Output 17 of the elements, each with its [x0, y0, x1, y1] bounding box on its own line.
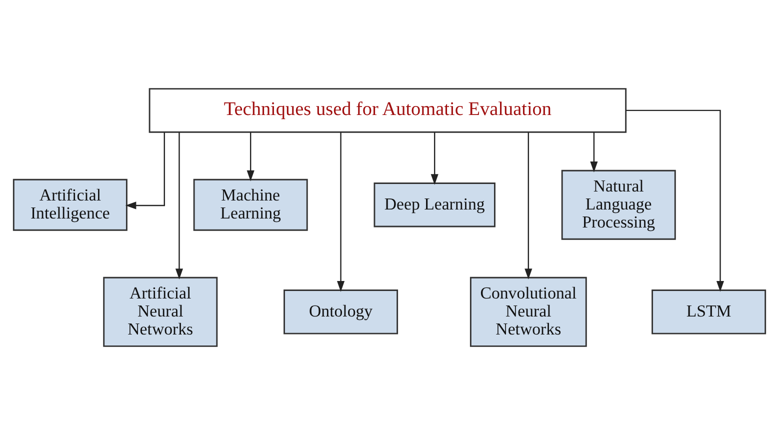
arrow — [125, 132, 165, 210]
node-box: Machine Learning — [193, 178, 308, 231]
node-box: Convolutional Neural Networks — [470, 276, 587, 347]
node-box: LSTM — [652, 290, 766, 334]
node-box: Artificial Neural Networks — [103, 276, 218, 347]
node-box: Deep Learning — [374, 182, 496, 228]
arrow — [246, 132, 254, 182]
arrow — [430, 132, 438, 185]
node-box: Ontology — [284, 290, 398, 334]
node-box: Natural Language Processing — [561, 170, 676, 240]
arrow — [590, 132, 598, 172]
arrow — [626, 110, 724, 292]
arrow — [524, 132, 532, 280]
arrow — [337, 132, 345, 292]
node-box: Artificial Intelligence — [12, 178, 128, 231]
node-box: Techniques used for Automatic Evaluation — [148, 88, 627, 133]
arrow — [175, 132, 184, 280]
